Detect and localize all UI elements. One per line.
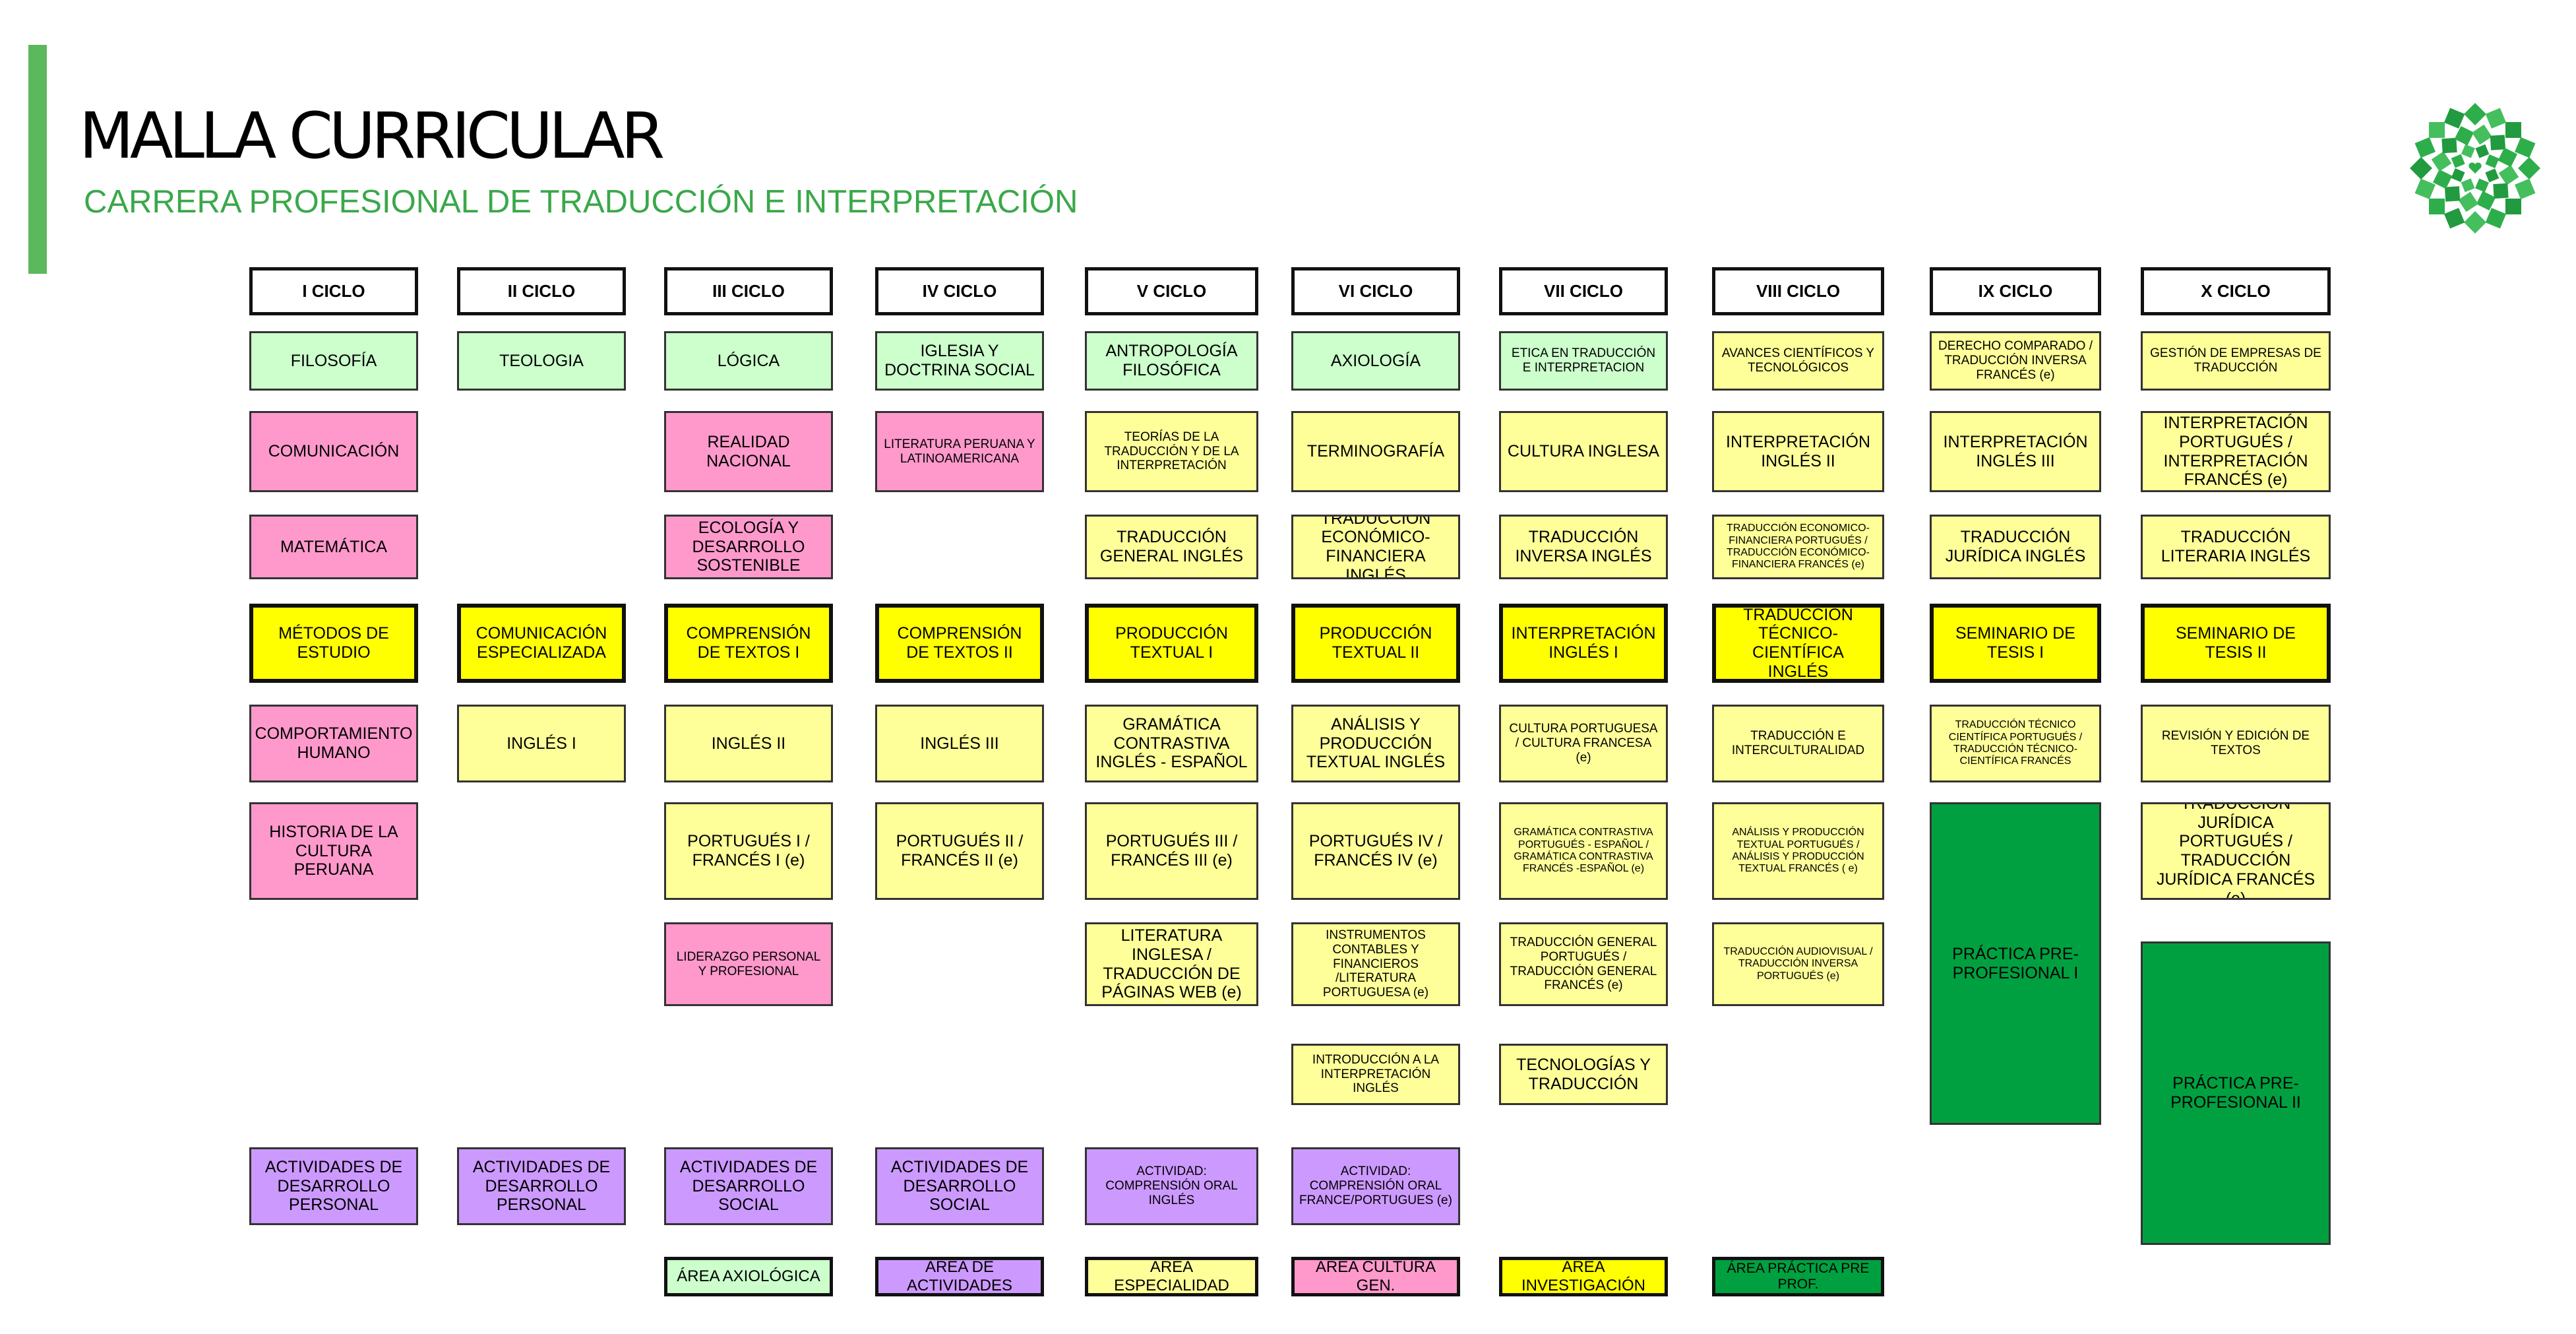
cycle-header: IV CICLO <box>875 267 1044 315</box>
course-box-c10-traduccion-literaria: TRADUCCIÓN LITERARIA INGLÉS <box>2141 515 2331 579</box>
course-box-c3-logica: LÓGICA <box>664 331 833 391</box>
course-box-c7-cultura-inglesa: CULTURA INGLESA <box>1499 411 1668 492</box>
course-box-c5-portugues3: PORTUGUÉS III / FRANCÉS III (e) <box>1085 802 1258 900</box>
course-box-c6-axiologia: AXIOLOGÍA <box>1291 331 1460 391</box>
course-box-c1-historia: HISTORIA DE LA CULTURA PERUANA <box>249 802 418 900</box>
course-box-c4-literatura: LITERATURA PERUANA Y LATINOAMERICANA <box>875 411 1044 492</box>
course-box-c8-analisis-portugues: ANÁLISIS Y PRODUCCIÓN TEXTUAL PORTUGUÉS … <box>1712 802 1884 900</box>
course-box-c10-interpretacion-portugues: INTERPRETACIÓN PORTUGUÉS / INTERPRETACIÓ… <box>2141 411 2331 492</box>
course-box-c3-liderazgo: LIDERAZGO PERSONAL Y PROFESIONAL <box>664 922 833 1006</box>
course-box-c3-portugues1: PORTUGUÉS I / FRANCÉS I (e) <box>664 802 833 900</box>
course-box-c2-teologia: TEOLOGIA <box>457 331 626 391</box>
course-box-c8-traduccion-intercultural: TRADUCCIÓN E INTERCULTURALIDAD <box>1712 705 1884 782</box>
course-box-c7-etica: ETICA EN TRADUCCIÓN E INTERPRETACION <box>1499 331 1668 391</box>
course-box-c8-interpretacion2: INTERPRETACIÓN INGLÉS II <box>1712 411 1884 492</box>
course-box-c3-comprension1: COMPRENSIÓN DE TEXTOS I <box>664 604 833 683</box>
course-box-c7-cultura-portuguesa: CULTURA PORTUGUESA / CULTURA FRANCESA (e… <box>1499 705 1668 782</box>
course-box-c1-actividades: ACTIVIDADES DE DESARROLLO PERSONAL <box>249 1147 418 1225</box>
course-box-c7-traduccion-inversa: TRADUCCIÓN INVERSA INGLÉS <box>1499 515 1668 579</box>
course-box-c5-antropologia: ANTROPOLOGÍA FILOSÓFICA <box>1085 331 1258 391</box>
course-box-c10-revision: REVISIÓN Y EDICIÓN DE TEXTOS <box>2141 705 2331 782</box>
page-subtitle: CARRERA PROFESIONAL DE TRADUCCIÓN E INTE… <box>84 184 1078 220</box>
course-box-c1-matematica: MATEMÁTICA <box>249 515 418 579</box>
course-box-c3-ingles2: INGLÉS II <box>664 705 833 782</box>
course-box-c10-traduccion-juridica-portugues: TRADUCCIÓN JURÍDICA PORTUGUÉS / TRADUCCI… <box>2141 802 2331 900</box>
course-box-c1-comunicacion: COMUNICACIÓN <box>249 411 418 492</box>
course-box-c6-instrumentos: INSTRUMENTOS CONTABLES Y FINANCIEROS /LI… <box>1291 922 1460 1006</box>
course-box-c9-traduccion-juridica: TRADUCCIÓN JURÍDICA INGLÉS <box>1930 515 2101 579</box>
cycle-header: X CICLO <box>2141 267 2331 315</box>
course-box-c7-tecnologias: TECNOLOGÍAS Y TRADUCCIÓN <box>1499 1044 1668 1105</box>
course-box-c8-traduccion-tecnico: TRADUCCIÓN TÉCNICO-CIENTÍFICA INGLÉS <box>1712 604 1884 683</box>
course-box-c10-gestion: GESTIÓN DE EMPRESAS DE TRADUCCIÓN <box>2141 331 2331 391</box>
page-title: MALLA CURRICULAR <box>79 99 665 173</box>
course-box-c1-metodos: MÉTODOS DE ESTUDIO <box>249 604 418 683</box>
course-box-c5-produccion1: PRODUCCIÓN TEXTUAL I <box>1085 604 1258 683</box>
course-box-c4-actividades: ACTIVIDADES DE DESARROLLO SOCIAL <box>875 1147 1044 1225</box>
accent-bar <box>28 45 47 274</box>
course-box-c4-comprension2: COMPRENSIÓN DE TEXTOS II <box>875 604 1044 683</box>
course-box-c2-actividades: ACTIVIDADES DE DESARROLLO PERSONAL <box>457 1147 626 1225</box>
course-box-c9-interpretacion3: INTERPRETACIÓN INGLÉS III <box>1930 411 2101 492</box>
legend-item-actividades: ÁREA DE ACTIVIDADES <box>875 1257 1044 1296</box>
course-box-c3-ecologia: ECOLOGÍA Y DESARROLLO SOSTENIBLE <box>664 515 833 579</box>
course-box-c6-analisis: ANÁLISIS Y PRODUCCIÓN TEXTUAL INGLÉS <box>1291 705 1460 782</box>
course-box-c5-gramatica: GRAMÁTICA CONTRASTIVA INGLÉS - ESPAÑOL <box>1085 705 1258 782</box>
course-box-c7-traduccion-general-portugues: TRADUCCIÓN GENERAL PORTUGUÉS / TRADUCCIÓ… <box>1499 922 1668 1006</box>
cycle-header: I CICLO <box>249 267 418 315</box>
legend-item-axiologica: ÁREA AXIOLÓGICA <box>664 1257 833 1296</box>
course-box-c8-avances: AVANCES CIENTÍFICOS Y TECNOLÓGICOS <box>1712 331 1884 391</box>
course-box-c8-traduccion-economico-portugues: TRADUCCIÓN ECONOMICO-FINANCIERA PORTUGUÉ… <box>1712 515 1884 579</box>
course-box-c1-filosofia: FILOSOFÍA <box>249 331 418 391</box>
legend-item-practica: ÁREA PRÁCTICA PRE PROF. <box>1712 1257 1884 1296</box>
course-box-c6-actividad: ACTIVIDAD: COMPRENSIÓN ORAL FRANCE/PORTU… <box>1291 1147 1460 1225</box>
course-box-c6-portugues4: PORTUGUÉS IV / FRANCÉS IV (e) <box>1291 802 1460 900</box>
course-box-c4-portugues2: PORTUGUÉS II / FRANCÉS II (e) <box>875 802 1044 900</box>
course-box-c7-gramatica-portugues: GRAMÁTICA CONTRASTIVA PORTUGUÉS - ESPAÑO… <box>1499 802 1668 900</box>
course-box-c4-iglesia: IGLESIA Y DOCTRINA SOCIAL <box>875 331 1044 391</box>
cycle-header: II CICLO <box>457 267 626 315</box>
cycle-header: VIII CICLO <box>1712 267 1884 315</box>
course-box-c7-interpretacion1: INTERPRETACIÓN INGLÉS I <box>1499 604 1668 683</box>
course-box-c3-actividades: ACTIVIDADES DE DESARROLLO SOCIAL <box>664 1147 833 1225</box>
course-box-c4-ingles3: INGLÉS III <box>875 705 1044 782</box>
course-box-c3-realidad: REALIDAD NACIONAL <box>664 411 833 492</box>
course-box-c9-derecho: DERECHO COMPARADO / TRADUCCIÓN INVERSA F… <box>1930 331 2101 391</box>
course-box-c9-practica1: PRÁCTICA PRE-PROFESIONAL I <box>1930 802 2101 1125</box>
course-box-c9-traduccion-tecnico-portugues: TRADUCCIÓN TÉCNICO CIENTÍFICA PORTUGUÉS … <box>1930 705 2101 782</box>
cycle-header: V CICLO <box>1085 267 1258 315</box>
course-box-c5-teorias: TEORÍAS DE LA TRADUCCIÓN Y DE LA INTERPR… <box>1085 411 1258 492</box>
course-box-c2-comunicacion-esp: COMUNICACIÓN ESPECIALIZADA <box>457 604 626 683</box>
course-box-c6-terminografia: TERMINOGRAFÍA <box>1291 411 1460 492</box>
cycle-header: VI CICLO <box>1291 267 1460 315</box>
cycle-header: III CICLO <box>664 267 833 315</box>
course-box-c10-seminario2: SEMINARIO DE TESIS II <box>2141 604 2331 683</box>
course-box-c5-actividad: ACTIVIDAD: COMPRENSIÓN ORAL INGLÉS <box>1085 1147 1258 1225</box>
legend-item-especialidad: ÁREA ESPECIALIDAD <box>1085 1257 1258 1296</box>
course-box-c5-literatura-inglesa: LITERATURA INGLESA / TRADUCCIÓN DE PÁGIN… <box>1085 922 1258 1006</box>
course-box-c8-audiovisual: TRADUCCIÓN AUDIOVISUAL / TRADUCCIÓN INVE… <box>1712 922 1884 1006</box>
cycle-header: VII CICLO <box>1499 267 1668 315</box>
course-box-c1-comportamiento: COMPORTAMIENTO HUMANO <box>249 705 418 782</box>
course-box-c6-produccion2: PRODUCCIÓN TEXTUAL II <box>1291 604 1460 683</box>
course-box-c6-traduccion-economico: TRADUCCIÓN ECONÓMICO-FINANCIERA INGLÉS <box>1291 515 1460 579</box>
legend-item-cultura_general: ÁREA CULTURA GEN. <box>1291 1257 1460 1296</box>
course-box-c9-seminario1: SEMINARIO DE TESIS I <box>1930 604 2101 683</box>
course-box-c10-practica2: PRÁCTICA PRE-PROFESIONAL II <box>2141 941 2331 1245</box>
course-box-c6-introduccion: INTRODUCCIÓN A LA INTERPRETACIÓN INGLÉS <box>1291 1044 1460 1105</box>
university-emblem-icon <box>2406 99 2544 238</box>
course-box-c5-traduccion-general: TRADUCCIÓN GENERAL INGLÉS <box>1085 515 1258 579</box>
cycle-header: IX CICLO <box>1930 267 2101 315</box>
legend-item-investigacion: ÁREA INVESTIGACIÓN <box>1499 1257 1668 1296</box>
course-box-c2-ingles1: INGLÉS I <box>457 705 626 782</box>
